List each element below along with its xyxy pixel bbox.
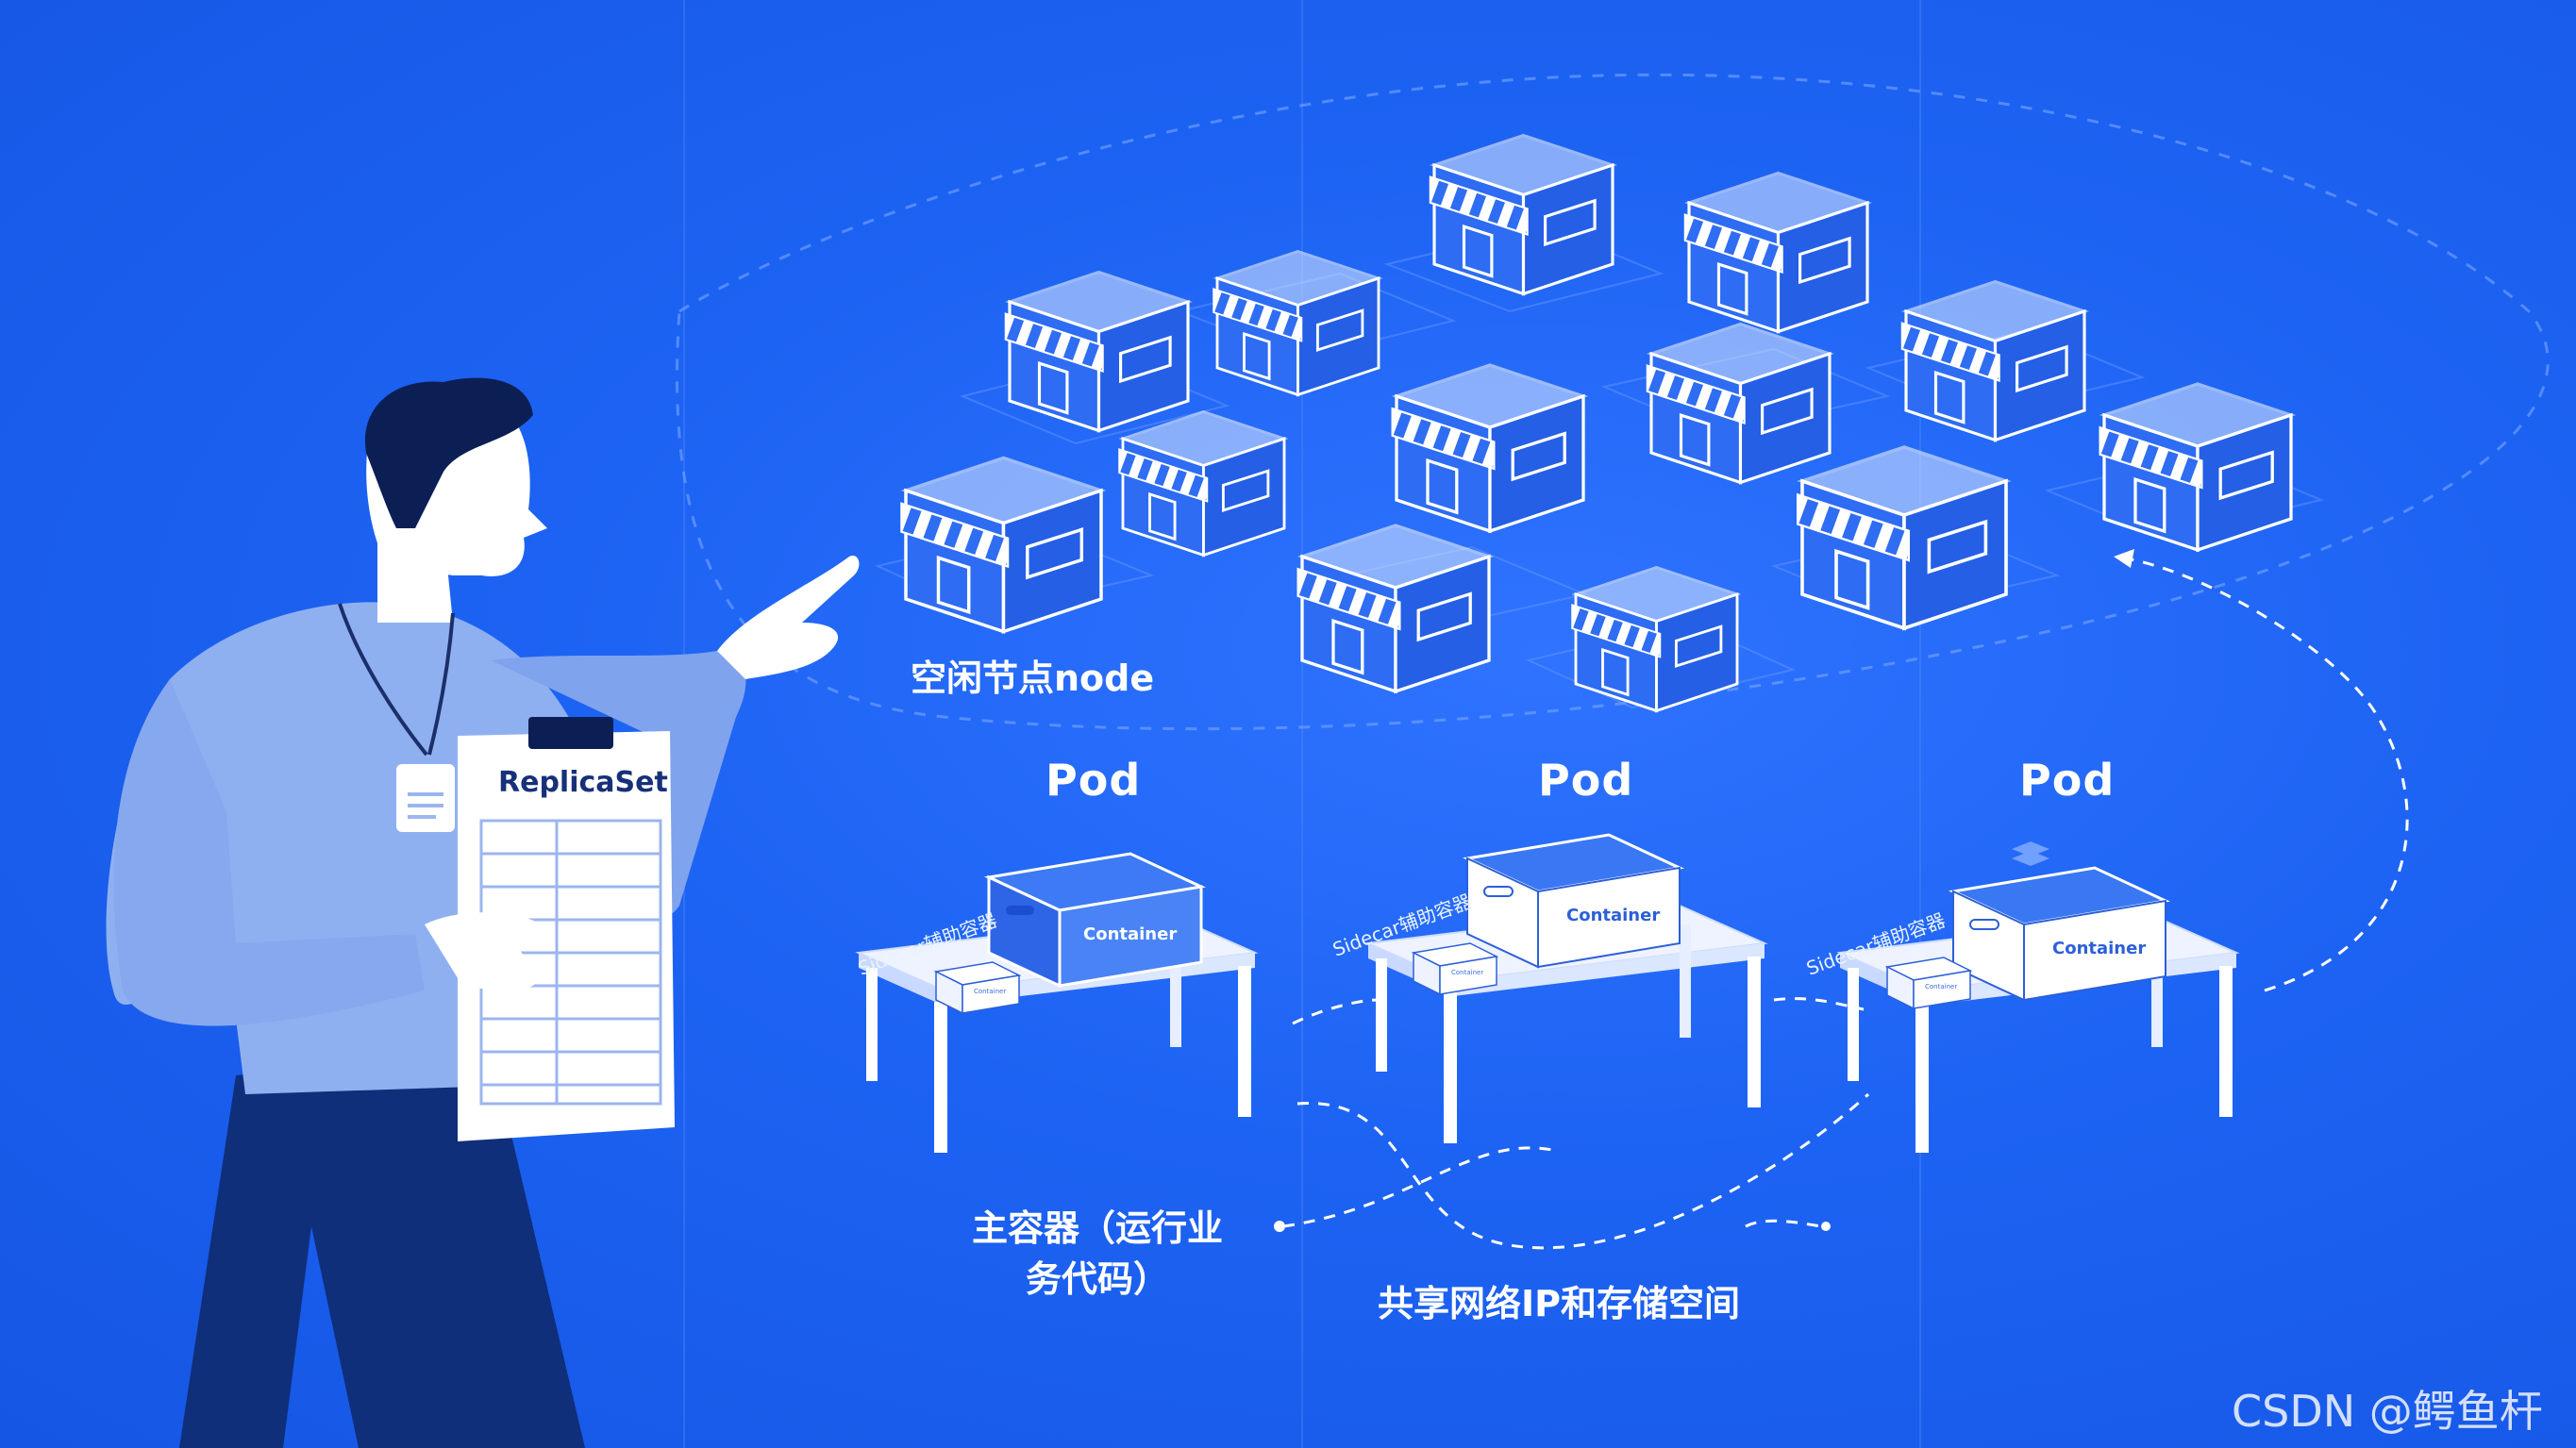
sidecar-box-label-3: Container [1925,983,1958,990]
container-label-1: Container [1083,924,1178,944]
node-stores [899,133,2293,712]
person-figure [106,377,860,1448]
main-container-caption-line2: 务代码） [1026,1258,1170,1300]
shared-network-caption: 共享网络IP和存储空间 [1378,1283,1740,1324]
pod-title-1: Pod [1045,755,1142,806]
container-label-3: Container [2052,939,2147,958]
badge-icon [396,764,455,832]
cluster-boundary [676,73,2550,731]
sidecar-box-label-1: Container [974,988,1007,995]
shared-network-links [1282,555,2409,1250]
pod-title-2: Pod [1538,755,1634,806]
sidecar-box-label-2: Container [1451,969,1484,976]
watermark: CSDN @鳄鱼杆 [2232,1386,2543,1437]
idle-node-label: 空闲节点node [911,657,1155,699]
stack-icon [2012,841,2049,866]
main-container-caption-line1: 主容器（运行业 [972,1207,1224,1249]
clipboard-icon [458,717,675,1141]
container-label-2: Container [1566,906,1661,925]
pod-title-3: Pod [2019,755,2116,806]
main-container-caption: 主容器（运行业 务代码） [972,1203,1223,1305]
clipboard-title: ReplicaSet [498,766,668,799]
